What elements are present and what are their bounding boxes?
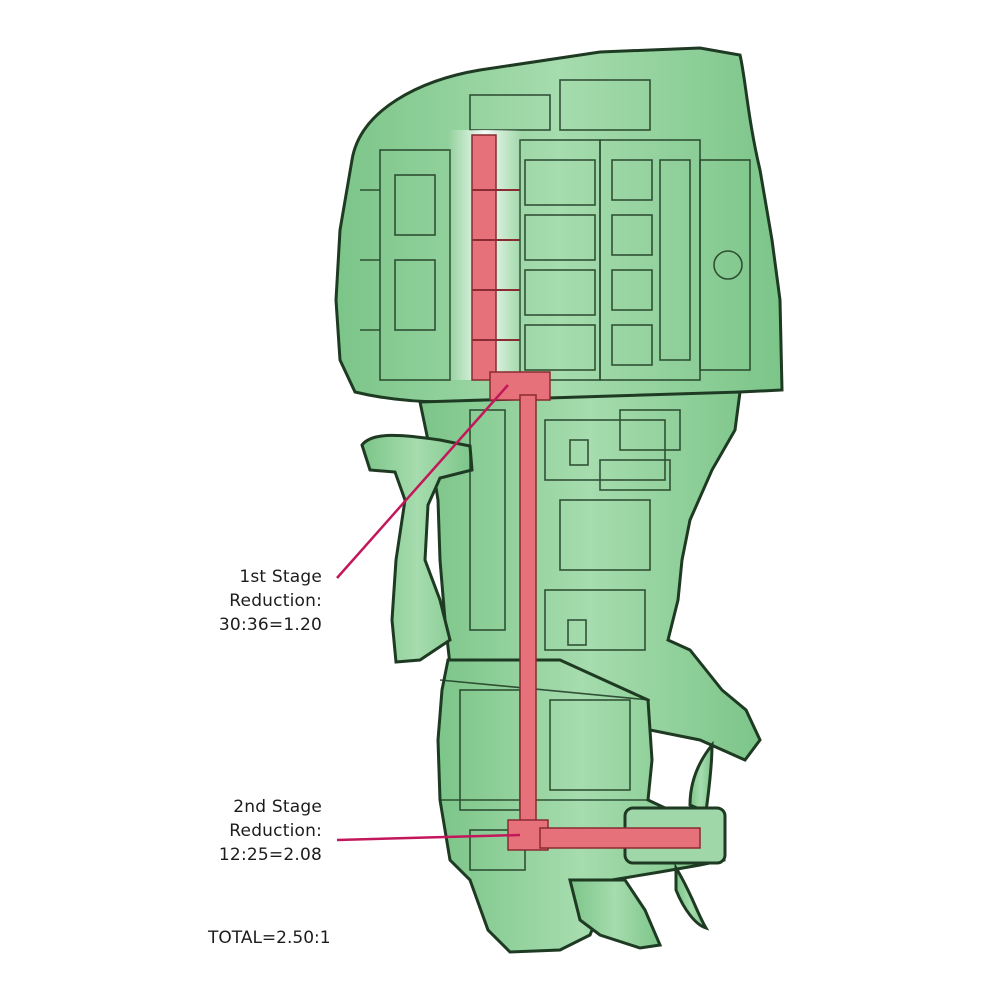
- stage1-leader-line: [336, 384, 509, 579]
- driveline: [471, 134, 701, 851]
- stage2-leader-line: [336, 833, 521, 842]
- stage2-title: 2nd Stage: [233, 797, 322, 817]
- driveshaft-icon: [519, 394, 537, 831]
- top-cowling: [334, 46, 784, 404]
- transom-bracket: [360, 433, 474, 664]
- crankshaft-icon: [471, 134, 497, 381]
- skeg: [568, 878, 663, 950]
- stage1-title: 1st Stage: [239, 567, 322, 587]
- stage1-ratio: 30:36=1.20: [218, 615, 322, 635]
- propeller-lower-blade: [674, 862, 710, 931]
- stage1-subtitle: Reduction:: [229, 591, 322, 611]
- gearcase: [436, 658, 726, 954]
- total-ratio-label: TOTAL=2.50:1: [208, 928, 331, 948]
- crankshaft-journals: [472, 189, 520, 341]
- stage2-reduction-label: 2nd Stage Reduction: 12:25=2.08: [160, 795, 322, 867]
- propeller-shaft-icon: [539, 827, 701, 849]
- stage2-subtitle: Reduction:: [229, 821, 322, 841]
- stage2-ratio: 12:25=2.08: [218, 845, 322, 865]
- stage1-reduction-label: 1st Stage Reduction: 30:36=1.20: [160, 565, 322, 637]
- propeller-upper-blade: [688, 740, 714, 815]
